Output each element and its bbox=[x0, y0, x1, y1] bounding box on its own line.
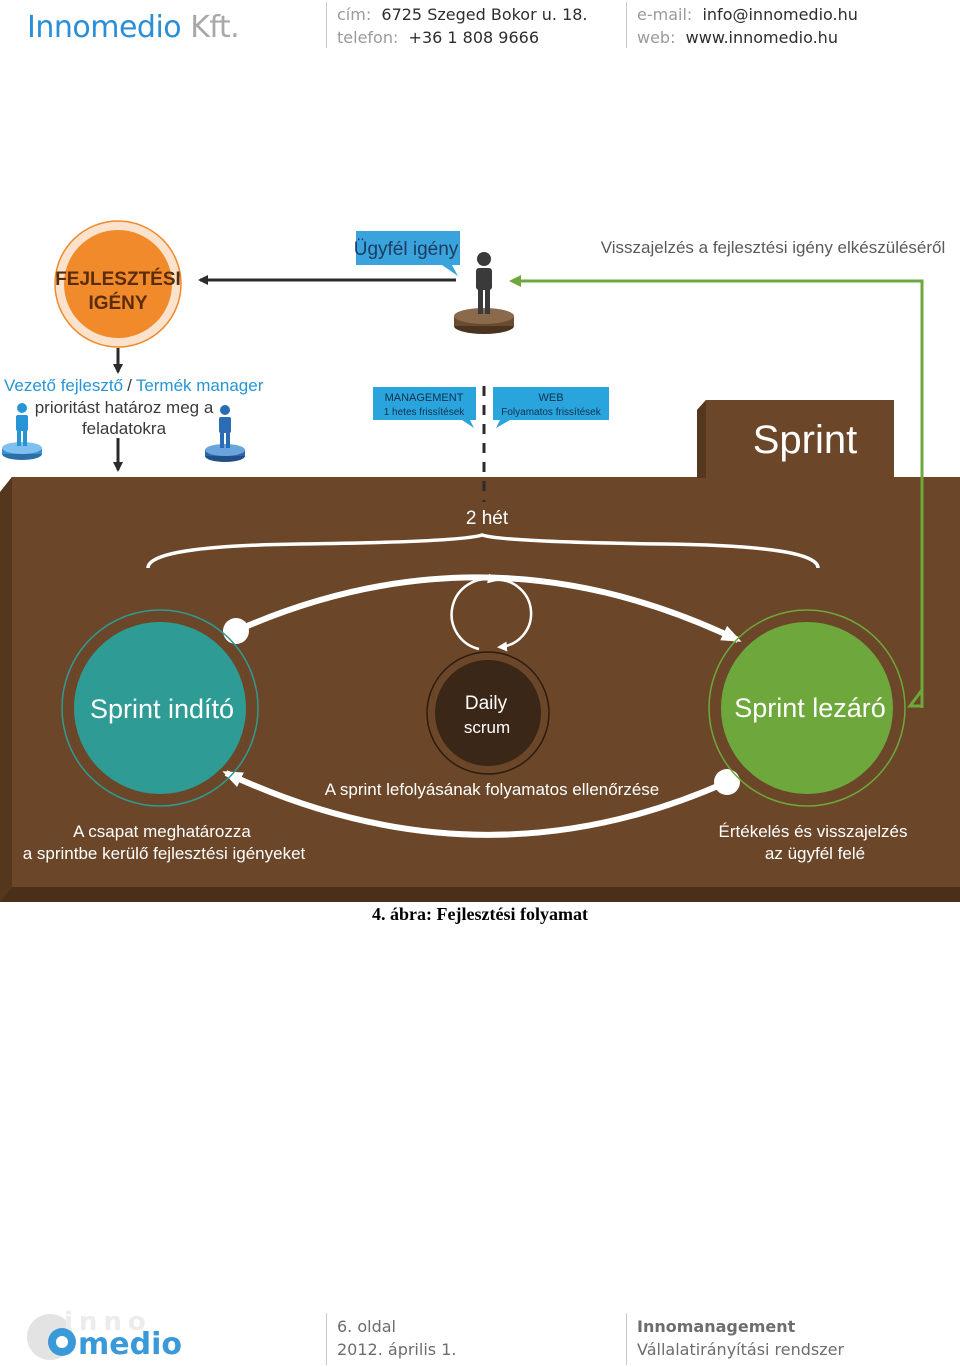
dev-request-line1: FEJLESZTÉSI bbox=[55, 268, 181, 290]
web-line2: Folyamatos frissítések bbox=[501, 407, 601, 418]
brand-logo: Innomedio Kft. bbox=[27, 10, 240, 45]
process-diagram: Sprint FEJLESZTÉSI IGÉNY Ügyfél igény Vi… bbox=[0, 220, 960, 902]
dev-request-node: FEJLESZTÉSI IGÉNY bbox=[54, 220, 182, 348]
footer-product-block: Innomanagement Vállalatirányítási rendsz… bbox=[637, 1315, 844, 1361]
brand-suffix: Kft. bbox=[190, 10, 240, 45]
header-address-block: cím: 6725 Szeged Bokor u. 18. telefon: +… bbox=[337, 3, 588, 49]
eval-line1: Értékelés és visszajelzés bbox=[719, 822, 908, 841]
feedback-arrow-tail bbox=[907, 689, 924, 708]
sprint-start-node: Sprint indító bbox=[61, 609, 259, 807]
email-link[interactable]: info@innomedio.hu bbox=[702, 5, 858, 24]
sprint-close-node: Sprint lezáró bbox=[708, 609, 906, 807]
client-request-callout: Ügyfél igény bbox=[354, 231, 460, 276]
sprint-tab-label: Sprint bbox=[753, 418, 858, 462]
web-label: web: bbox=[637, 28, 676, 47]
dev-request-line2: IGÉNY bbox=[88, 292, 147, 314]
phone-value: +36 1 808 9666 bbox=[408, 28, 539, 47]
phone-label: telefon: bbox=[337, 28, 399, 47]
product-manager-person-icon bbox=[205, 405, 245, 462]
lead-dev-person-icon bbox=[2, 403, 42, 460]
footer-logo-top: inno bbox=[64, 1307, 152, 1337]
address-label: cím: bbox=[337, 5, 372, 24]
product-name: Innomanagement bbox=[637, 1317, 796, 1336]
figure-caption: 4. ábra: Fejlesztési folyamat bbox=[372, 904, 588, 924]
address-value: 6725 Szeged Bokor u. 18. bbox=[381, 5, 588, 24]
sprint-forward-start-dot bbox=[223, 618, 249, 644]
sprint-return-start-dot bbox=[714, 769, 740, 795]
daily-scrum-node: Daily scrum bbox=[426, 651, 550, 775]
footer-page-block: 6. oldal 2012. április 1. bbox=[337, 1315, 456, 1361]
daily-line2: scrum bbox=[464, 718, 510, 737]
header-contact-block: e-mail: info@innomedio.hu web: www.innom… bbox=[637, 3, 858, 49]
sprint-close-label: Sprint lezáró bbox=[734, 693, 886, 723]
footer-divider bbox=[626, 1313, 627, 1365]
daily-cycle-icon bbox=[450, 573, 533, 652]
client-request-label: Ügyfél igény bbox=[354, 239, 459, 260]
feedback-label: Visszajelzés a fejlesztési igény elkészü… bbox=[601, 238, 946, 257]
two-weeks-label: 2 hét bbox=[466, 508, 509, 529]
web-callout: WEB Folyamatos frissítések bbox=[493, 387, 609, 428]
page-header: Innomedio Kft. cím: 6725 Szeged Bokor u.… bbox=[0, 0, 960, 56]
page-number: 6. oldal bbox=[337, 1317, 396, 1336]
footer-divider bbox=[326, 1313, 327, 1365]
web-line1: WEB bbox=[538, 392, 563, 404]
continuous-check-label: A sprint lefolyásának folyamatos ellenőr… bbox=[325, 780, 660, 799]
header-divider bbox=[626, 2, 627, 48]
team-line2: a sprintbe kerülő fejlesztési igényeket bbox=[23, 844, 306, 863]
brand-name: Innomedio bbox=[27, 10, 182, 45]
header-divider bbox=[326, 2, 327, 48]
email-label: e-mail: bbox=[637, 5, 693, 24]
sprint-start-label: Sprint indító bbox=[90, 694, 234, 724]
management-callout: MANAGEMENT 1 hetes frissítések bbox=[373, 387, 476, 428]
eval-line2: az ügyfél felé bbox=[765, 844, 865, 863]
sprint-tab: Sprint bbox=[697, 400, 894, 478]
management-line1: MANAGEMENT bbox=[385, 392, 464, 404]
management-line2: 1 hetes frissítések bbox=[384, 407, 466, 418]
web-link[interactable]: www.innomedio.hu bbox=[685, 28, 838, 47]
product-description: Vállalatirányítási rendszer bbox=[637, 1340, 845, 1359]
footer-date: 2012. április 1. bbox=[337, 1340, 457, 1359]
footer-logo: inno medio bbox=[27, 1307, 182, 1362]
team-line1: A csapat meghatározza bbox=[73, 822, 251, 841]
lead-dev-label: Vezető fejlesztő/Termék manager bbox=[4, 376, 264, 395]
feedback-arrow bbox=[509, 275, 924, 708]
prioritize-line2: feladatokra bbox=[82, 419, 167, 438]
client-person-icon bbox=[454, 252, 514, 334]
footer-logo-bottom: medio bbox=[78, 1327, 182, 1362]
sprint-duration-brace bbox=[146, 533, 820, 569]
prioritize-line1: prioritást határoz meg a bbox=[35, 398, 214, 417]
sprint-return-arrow bbox=[222, 770, 729, 838]
daily-line1: Daily bbox=[465, 693, 508, 714]
